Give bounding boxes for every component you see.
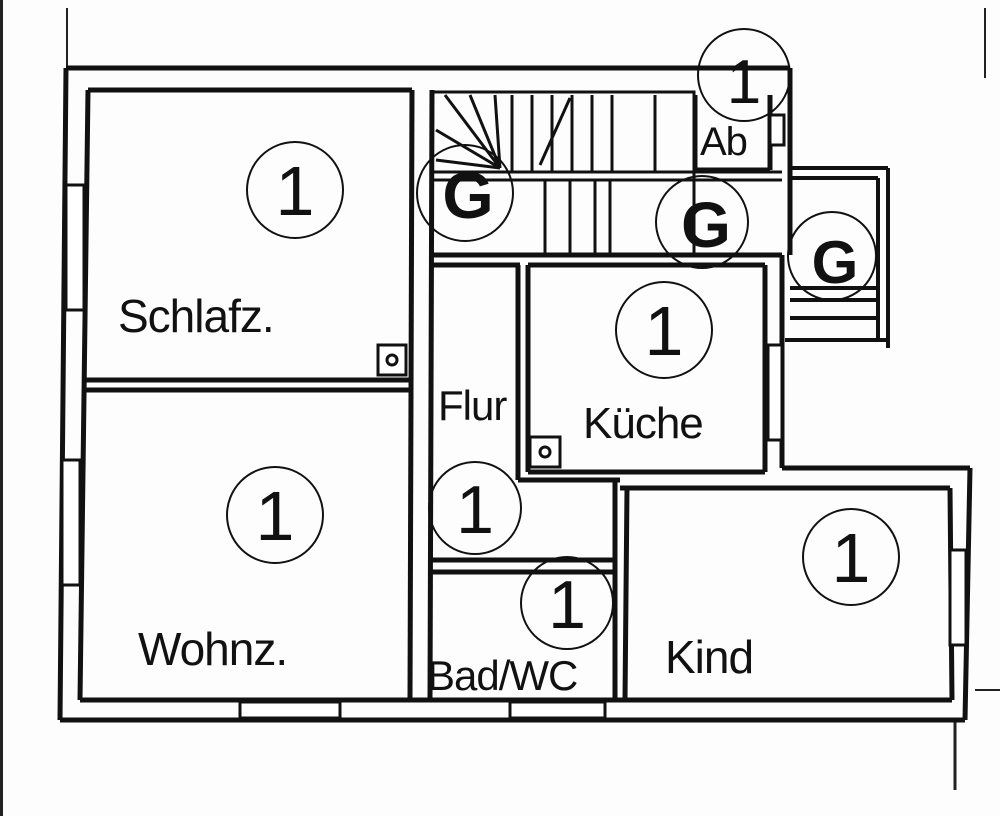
marker-stair-g2: G bbox=[655, 175, 749, 269]
staircase-main bbox=[430, 90, 782, 257]
svg-text:1: 1 bbox=[727, 48, 761, 117]
room-label-ab: Ab bbox=[700, 120, 747, 164]
marker-ab: 1 bbox=[697, 28, 791, 122]
svg-text:G: G bbox=[681, 189, 731, 261]
window-wohnz bbox=[60, 458, 82, 587]
svg-text:1: 1 bbox=[456, 472, 494, 548]
outlet-kueche bbox=[528, 435, 562, 469]
svg-text:1: 1 bbox=[276, 152, 315, 230]
marker-schlafz: 1 bbox=[246, 141, 344, 239]
marker-stair-g3: G bbox=[787, 211, 877, 301]
svg-text:1: 1 bbox=[832, 519, 871, 597]
window-bad bbox=[508, 700, 607, 720]
room-label-schlafz: Schlafz. bbox=[118, 290, 274, 342]
marker-flur: 1 bbox=[428, 461, 522, 555]
outer-walls bbox=[57, 65, 973, 723]
window-schlafz bbox=[64, 183, 86, 312]
marker-stair-g1: G bbox=[416, 144, 514, 242]
svg-text:1: 1 bbox=[256, 477, 295, 555]
window-kueche bbox=[766, 343, 784, 442]
room-label-wohnz: Wohnz. bbox=[138, 623, 287, 675]
marker-kueche: 1 bbox=[615, 281, 713, 379]
window-wohnz-bottom bbox=[238, 700, 342, 720]
room-label-kind: Kind bbox=[665, 631, 753, 683]
marker-bad: 1 bbox=[520, 556, 614, 650]
svg-text:G: G bbox=[442, 158, 493, 232]
svg-text:1: 1 bbox=[645, 292, 684, 370]
room-label-flur: Flur bbox=[438, 382, 507, 429]
room-label-bad: Bad/WC bbox=[427, 652, 577, 699]
svg-text:G: G bbox=[812, 229, 859, 296]
marker-kind: 1 bbox=[802, 508, 900, 606]
room-label-kueche: Küche bbox=[583, 399, 703, 448]
windows bbox=[60, 183, 968, 720]
svg-text:1: 1 bbox=[548, 567, 586, 643]
window-kind bbox=[948, 548, 968, 647]
outlet-symbols bbox=[376, 113, 786, 469]
marker-wohnz: 1 bbox=[226, 466, 324, 564]
